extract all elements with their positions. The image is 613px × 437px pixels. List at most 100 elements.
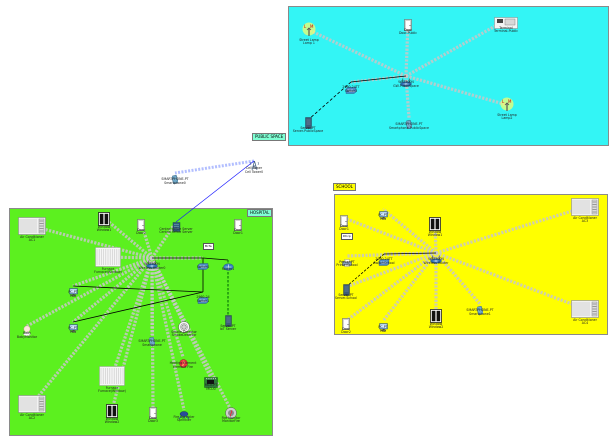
door-icon[interactable] bbox=[234, 216, 242, 231]
public-space-area[interactable] bbox=[288, 6, 609, 146]
wireless-router-icon[interactable] bbox=[146, 254, 158, 268]
cell-tower-icon[interactable] bbox=[249, 156, 259, 170]
device-name-label: MonitorFire bbox=[222, 419, 240, 424]
air-conditioner-icon[interactable] bbox=[571, 300, 599, 318]
device-name-label: Door2 bbox=[341, 330, 351, 335]
device-name-label: PC1 bbox=[69, 329, 77, 334]
cable-link bbox=[307, 81, 352, 121]
svg-text:L: L bbox=[304, 24, 307, 29]
device-type-label: Street Lamp bbox=[299, 37, 319, 42]
terminal-icon[interactable] bbox=[494, 14, 518, 29]
dhcp-tag: Dhcp bbox=[341, 233, 353, 240]
pc-icon[interactable] bbox=[378, 205, 388, 219]
door-icon[interactable] bbox=[137, 216, 145, 231]
smartphone-icon[interactable] bbox=[405, 114, 413, 129]
fire-monitor-icon[interactable] bbox=[225, 404, 237, 419]
device-type-label: Door bbox=[404, 27, 412, 32]
svg-text:M: M bbox=[508, 99, 512, 104]
wireless-router-icon[interactable] bbox=[400, 72, 412, 86]
printer-icon[interactable] bbox=[342, 252, 352, 267]
device-name-label: BabyMonitor bbox=[16, 334, 38, 339]
device-name-label: IoT Server bbox=[219, 327, 237, 332]
hospital-label: HOSPITAL bbox=[247, 209, 273, 217]
cable-link bbox=[383, 252, 437, 255]
device-type-label: Server-PT bbox=[220, 323, 236, 328]
fire-sprinkler-icon[interactable] bbox=[177, 405, 191, 420]
window-icon[interactable] bbox=[429, 216, 441, 231]
device-name-label: Sprinkler bbox=[176, 418, 192, 423]
router-icon[interactable] bbox=[222, 256, 234, 271]
smoke-detector-icon[interactable] bbox=[178, 318, 190, 333]
device-type-label: Air Conditioner bbox=[20, 234, 44, 239]
door-icon[interactable] bbox=[149, 404, 157, 419]
wireless-link bbox=[405, 74, 508, 107]
door-icon[interactable] bbox=[404, 16, 412, 31]
pc-icon[interactable] bbox=[68, 318, 78, 332]
device-name-label: Switch3 bbox=[344, 88, 358, 93]
device-name-label: Door1 bbox=[233, 231, 243, 236]
device-name-label: Switch0 bbox=[196, 264, 210, 269]
device-type-label: Door bbox=[340, 223, 348, 228]
device-name-label: Wireless Router bbox=[423, 260, 449, 265]
device-type-label: WRT300N bbox=[398, 80, 414, 84]
wireless-link bbox=[110, 257, 154, 377]
device-type-label: Heating Element bbox=[169, 361, 197, 365]
wireless-link bbox=[404, 21, 410, 77]
door-icon[interactable] bbox=[340, 212, 348, 227]
mcu-board-icon[interactable] bbox=[204, 373, 218, 388]
device-name-label: Lamp2 bbox=[501, 116, 513, 121]
baby-monitor-icon[interactable] bbox=[22, 321, 32, 336]
window-icon[interactable] bbox=[98, 211, 110, 226]
pc-icon[interactable] bbox=[68, 282, 78, 296]
wireless-link bbox=[139, 221, 154, 259]
device-name-label: Door2 bbox=[136, 231, 146, 236]
wireless-link bbox=[150, 257, 155, 411]
wireless-link bbox=[345, 251, 437, 323]
server-icon[interactable] bbox=[304, 114, 312, 129]
wireless-link bbox=[345, 251, 437, 289]
device-type-label: Door bbox=[137, 227, 145, 232]
heating-element-icon[interactable] bbox=[178, 353, 188, 368]
wireless-link bbox=[71, 256, 154, 324]
device-name-label: Smartphone-PublicSpace bbox=[389, 125, 429, 130]
device-name-label: PC0 bbox=[69, 293, 77, 298]
cable-link bbox=[175, 160, 255, 223]
switch-icon[interactable] bbox=[197, 255, 209, 270]
device-name-label: PC1 bbox=[379, 216, 387, 221]
pc-icon[interactable] bbox=[378, 317, 388, 331]
device-type-label: Street Lamp bbox=[497, 112, 517, 117]
air-conditioner-icon[interactable] bbox=[571, 198, 599, 216]
furnace-icon[interactable] bbox=[95, 247, 121, 267]
switch-icon[interactable] bbox=[197, 289, 209, 304]
window-icon[interactable] bbox=[430, 308, 442, 323]
server-icon[interactable] bbox=[342, 281, 350, 296]
device-type-label: Central Office Server bbox=[159, 226, 193, 231]
svg-text:L: L bbox=[502, 99, 505, 104]
furnace-icon[interactable] bbox=[99, 366, 125, 386]
cable-link bbox=[345, 253, 385, 288]
device-name-label: Smartphone0 bbox=[164, 180, 186, 185]
device-type-label: Air Conditioner bbox=[573, 215, 597, 220]
smartphone-icon[interactable] bbox=[476, 300, 484, 315]
door-icon[interactable] bbox=[342, 315, 350, 330]
wireless-link bbox=[435, 205, 586, 255]
central-office-icon[interactable] bbox=[172, 217, 181, 232]
device-type-label: SMARTPHONE-PT bbox=[466, 308, 494, 312]
server-icon[interactable] bbox=[224, 312, 232, 327]
switch-icon[interactable] bbox=[378, 251, 390, 266]
wireless-router-icon[interactable] bbox=[430, 249, 442, 263]
air-conditioner-icon[interactable] bbox=[18, 395, 46, 413]
device-type-label: Smoke Detector bbox=[171, 329, 197, 334]
smartphone-icon[interactable] bbox=[148, 331, 156, 346]
switch-icon[interactable] bbox=[345, 79, 357, 94]
device-type-label: Air Conditioner bbox=[20, 412, 44, 417]
device-type-label: Window bbox=[105, 416, 119, 421]
device-type-label: Door bbox=[342, 326, 350, 331]
window-icon[interactable] bbox=[106, 403, 118, 418]
smartphone-icon[interactable] bbox=[171, 169, 179, 184]
air-conditioner-icon[interactable] bbox=[18, 217, 46, 235]
